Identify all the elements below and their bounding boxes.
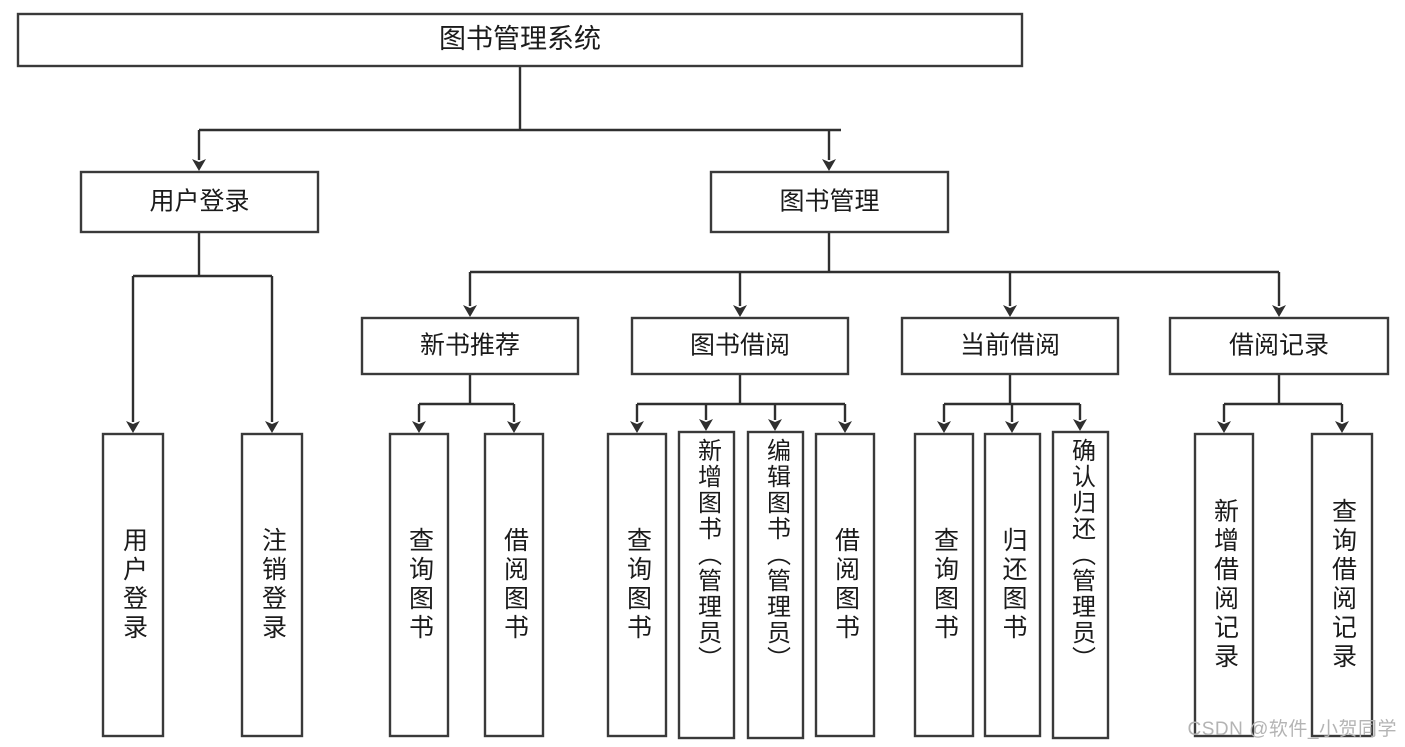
node-root-label: 图书管理系统 xyxy=(439,24,601,54)
leaf-book-borrow-3-box[interactable] xyxy=(746,430,805,740)
leaf-current-borrow-2-box[interactable] xyxy=(983,432,1042,738)
leaf-new-book-1-box[interactable] xyxy=(388,432,450,738)
node-user-login[interactable]: 用户登录 xyxy=(79,170,320,234)
node-layer: 图书管理系统 用户登录 图书管理 新书推荐 图书借阅 当前 xyxy=(16,12,1390,740)
leaf-current-borrow-1[interactable] xyxy=(913,432,975,738)
node-new-book-recommend-label: 新书推荐 xyxy=(420,332,520,360)
node-borrow-records[interactable]: 借阅记录 xyxy=(1168,316,1390,376)
node-borrow-records-box[interactable] xyxy=(1168,316,1390,376)
leaf-borrow-records-2-box[interactable] xyxy=(1310,432,1374,738)
node-root-box[interactable] xyxy=(16,12,1024,68)
leaf-user-login-2-box[interactable] xyxy=(240,432,304,738)
leaf-borrow-records-1[interactable] xyxy=(1193,432,1255,738)
leaf-current-borrow-1-box[interactable] xyxy=(913,432,975,738)
leaf-book-borrow-2-box[interactable] xyxy=(677,430,736,740)
leaf-new-book-1[interactable] xyxy=(388,432,450,738)
leaf-book-borrow-4[interactable] xyxy=(814,432,876,738)
node-book-management[interactable]: 图书管理 xyxy=(709,170,950,234)
node-book-borrow[interactable]: 图书借阅 xyxy=(630,316,850,376)
node-book-management-box[interactable] xyxy=(709,170,950,234)
leaf-user-login-1-box[interactable] xyxy=(101,432,165,738)
node-current-borrow-label: 当前借阅 xyxy=(960,332,1060,360)
leaf-current-borrow-3-box[interactable] xyxy=(1051,430,1110,740)
leaf-new-book-2-box[interactable] xyxy=(483,432,545,738)
leaf-book-borrow-1-box[interactable] xyxy=(606,432,668,738)
node-root[interactable]: 图书管理系统 xyxy=(16,12,1024,68)
connector-layer xyxy=(126,66,1349,433)
leaf-current-borrow-3[interactable] xyxy=(1051,430,1110,740)
node-current-borrow-box[interactable] xyxy=(900,316,1120,376)
leaf-book-borrow-3[interactable] xyxy=(746,430,805,740)
leaf-book-borrow-4-box[interactable] xyxy=(814,432,876,738)
node-new-book-recommend-box[interactable] xyxy=(360,316,580,376)
leaf-user-login-2[interactable] xyxy=(240,432,304,738)
node-book-management-label: 图书管理 xyxy=(779,188,879,216)
node-user-login-box[interactable] xyxy=(79,170,320,234)
node-user-login-label: 用户登录 xyxy=(149,188,249,216)
node-current-borrow[interactable]: 当前借阅 xyxy=(900,316,1120,376)
node-book-borrow-label: 图书借阅 xyxy=(690,332,790,360)
leaf-borrow-records-1-box[interactable] xyxy=(1193,432,1255,738)
leaf-new-book-2[interactable] xyxy=(483,432,545,738)
leaf-borrow-records-2[interactable] xyxy=(1310,432,1374,738)
leaf-user-login-1[interactable] xyxy=(101,432,165,738)
leaf-book-borrow-2[interactable] xyxy=(677,430,736,740)
node-new-book-recommend[interactable]: 新书推荐 xyxy=(360,316,580,376)
leaf-book-borrow-1[interactable] xyxy=(606,432,668,738)
node-book-borrow-box[interactable] xyxy=(630,316,850,376)
leaf-current-borrow-2[interactable] xyxy=(983,432,1042,738)
node-borrow-records-label: 借阅记录 xyxy=(1229,332,1329,360)
